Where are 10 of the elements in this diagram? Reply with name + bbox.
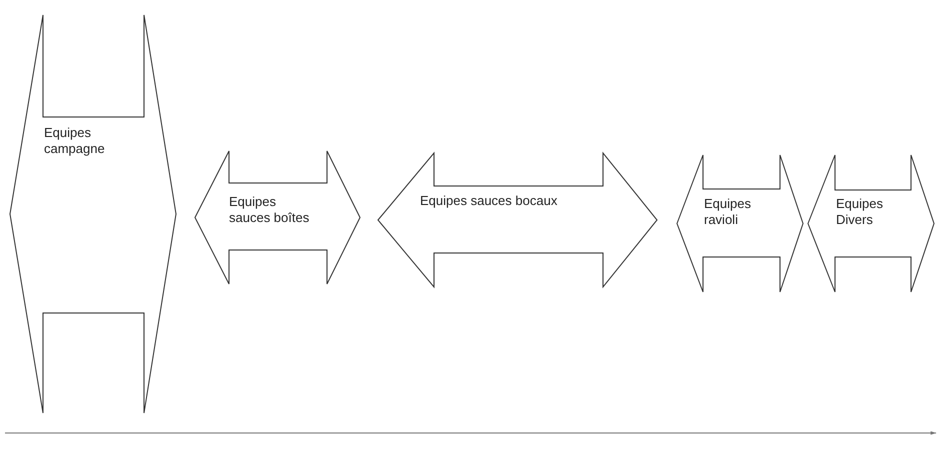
team-label: Equipes Divers bbox=[836, 196, 884, 228]
team-label: Equipes sauces bocaux bbox=[420, 193, 558, 209]
team-label: Equipes ravioli bbox=[704, 196, 752, 228]
team-label: Equipes sauces boîtes bbox=[229, 194, 310, 226]
team-label: Equipes campagne bbox=[44, 125, 106, 157]
double-arrow-shape bbox=[378, 153, 657, 287]
double-arrow-shape bbox=[808, 155, 934, 292]
double-arrow-shape bbox=[10, 15, 176, 413]
double-arrow-shape bbox=[195, 151, 360, 284]
double-arrow-shape bbox=[677, 155, 803, 292]
